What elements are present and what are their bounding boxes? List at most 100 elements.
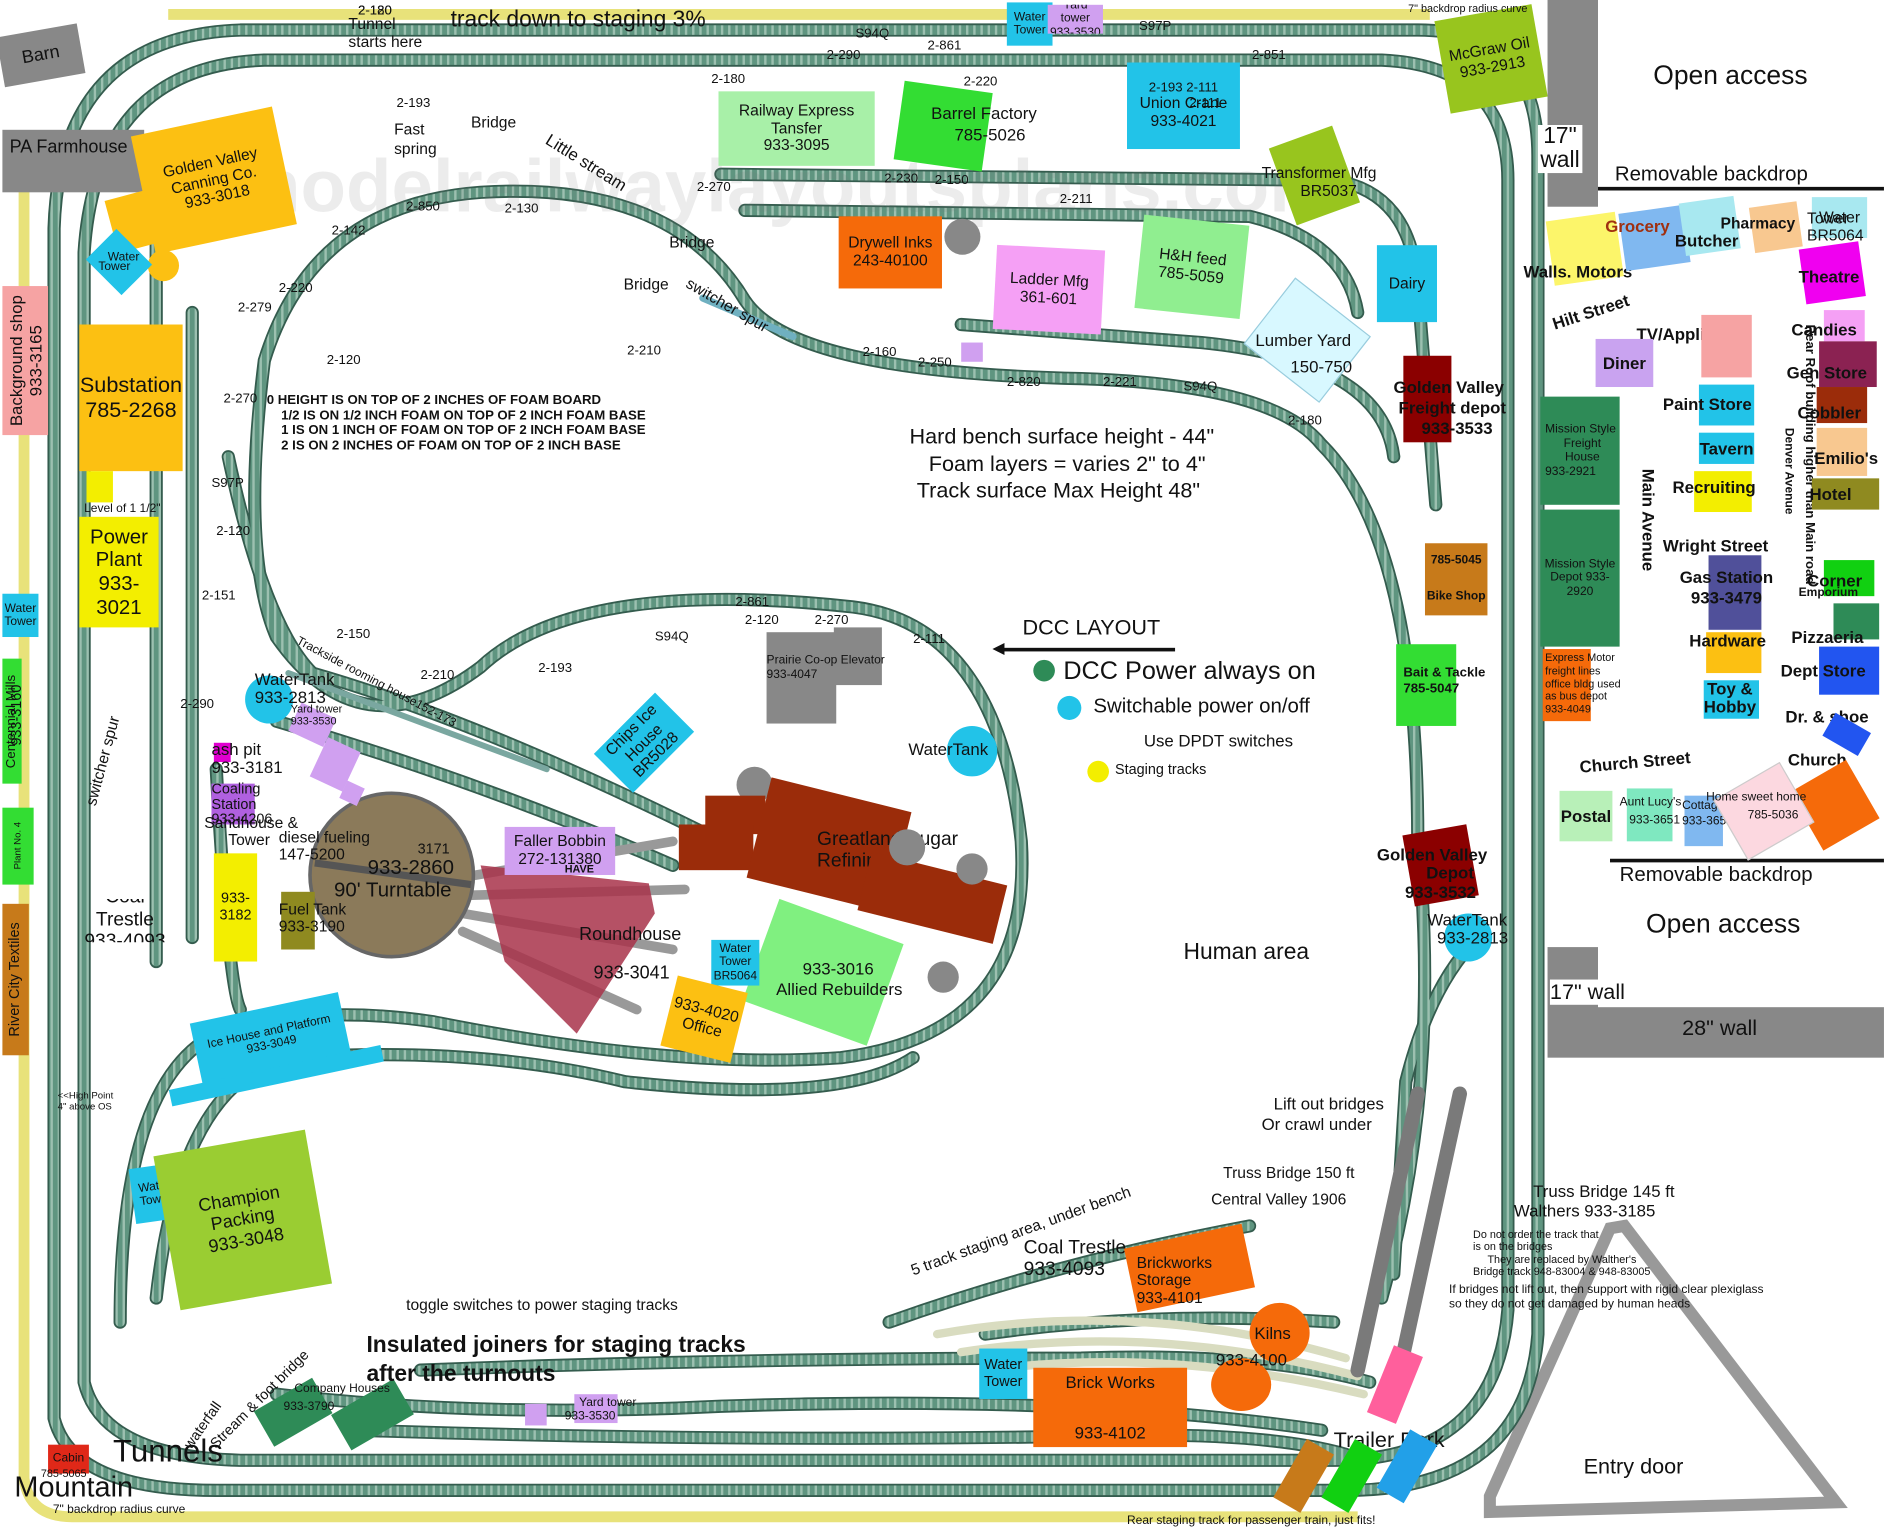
theatre-label: Theatre	[1798, 266, 1860, 287]
pharmacy-label: Pharmacy	[1720, 213, 1796, 232]
legend-dot-staging	[1087, 760, 1109, 783]
track-code-label: S94Q	[654, 629, 689, 645]
church-label: Church	[1787, 749, 1847, 770]
main-avenue-label: Main Avenue	[1638, 468, 1659, 572]
track-code-label: 2-180	[358, 3, 392, 19]
legend-dot-dcc	[1033, 659, 1055, 682]
track-code-label: 2-850	[406, 199, 440, 214]
track-code-label: S94Q	[1183, 379, 1218, 395]
track-code-label: 2-120	[216, 524, 251, 539]
postal: Postal	[1559, 790, 1613, 842]
track-code-label: 2-193	[538, 661, 573, 676]
prairie-coop-b	[833, 627, 882, 686]
track-code-label: 2-250	[917, 355, 952, 371]
ladder-annex	[961, 342, 983, 362]
track-code-label: 2-290	[180, 697, 215, 712]
cobbler	[1816, 387, 1868, 424]
track-code-label: 2-111	[1189, 96, 1222, 111]
water-tower-town: Water	[1811, 197, 1868, 238]
track-code-label: 2-220	[278, 281, 313, 296]
tv-appliance	[1701, 314, 1752, 378]
building-3182: 933-3182	[213, 853, 258, 962]
denver-avenue-label: Denver Avenue	[1781, 427, 1796, 515]
foam-notes: 0 HEIGHT IS ON TOP OF 2 INCHES OF FOAM B…	[266, 393, 646, 454]
sugar-annex-b	[678, 824, 754, 871]
wall-28-label: 28" wall	[1682, 1015, 1758, 1040]
track-code-label: 2-290	[826, 48, 861, 63]
staging-grade-label: track down to staging 3%	[450, 7, 706, 33]
roundhouse-building	[480, 865, 655, 1034]
tunnels-label: Tunnels	[112, 1432, 223, 1469]
track-code-label: 2-210	[420, 668, 455, 683]
track-code-label: 2-210	[627, 343, 661, 359]
background-shop-label: Background shop 933-3165	[5, 295, 45, 427]
grocery-label: Grocery	[1605, 216, 1670, 236]
hotel	[1811, 478, 1880, 510]
recruiting-label: Recruiting	[1672, 477, 1756, 497]
dept-store	[1819, 646, 1880, 695]
cobbler-label: Cobbler	[1797, 402, 1861, 422]
dr-shoe-label: Dr. & shoe	[1785, 706, 1869, 726]
level-label: Level of 1 1/2"	[84, 502, 161, 516]
river-city-textiles: River City Textiles	[2, 903, 29, 1056]
track-code-label: 2-820	[1006, 374, 1041, 390]
kiln-b	[1211, 1358, 1272, 1412]
sugar-tank-c	[956, 853, 988, 885]
gas-station	[1708, 555, 1762, 630]
hardware-label: Hardware	[1689, 630, 1766, 651]
track-code-label: S94Q	[855, 26, 890, 41]
turntable-label: 3171 933-2860 90' Turntable	[334, 840, 454, 902]
fuel-tank	[281, 891, 315, 950]
hotel-label: Hotel	[1809, 484, 1852, 504]
gen-store-label: Gen Store	[1786, 362, 1868, 383]
removable-top-label: Removable backdrop	[1614, 162, 1808, 186]
kiln-a	[1249, 1302, 1310, 1363]
ash-pit	[213, 742, 231, 763]
entry-door-label: Entry door	[1583, 1454, 1684, 1479]
tavern: Tavern	[1698, 432, 1755, 464]
turntable-bridge	[314, 859, 472, 889]
yard-tower-south-b	[574, 1394, 618, 1424]
drywell-tank	[944, 218, 981, 255]
dairy: Dairy	[1376, 245, 1437, 323]
watertank-center	[946, 725, 998, 777]
track-code-label: 2-151	[201, 588, 236, 604]
track-code-label: 2-861	[927, 38, 962, 53]
watertank-center-label: WaterTank	[908, 739, 989, 759]
legend-dot-switchable	[1057, 695, 1082, 720]
track-code-label: 2-120	[358, 3, 392, 19]
watertank-east	[1444, 913, 1493, 962]
toggle-note: toggle switches to power staging tracks	[406, 1295, 678, 1314]
track-code-label: 2-193	[396, 96, 431, 111]
wall-top	[1547, 0, 1598, 207]
open-access-bottom: Open access	[1646, 908, 1801, 939]
